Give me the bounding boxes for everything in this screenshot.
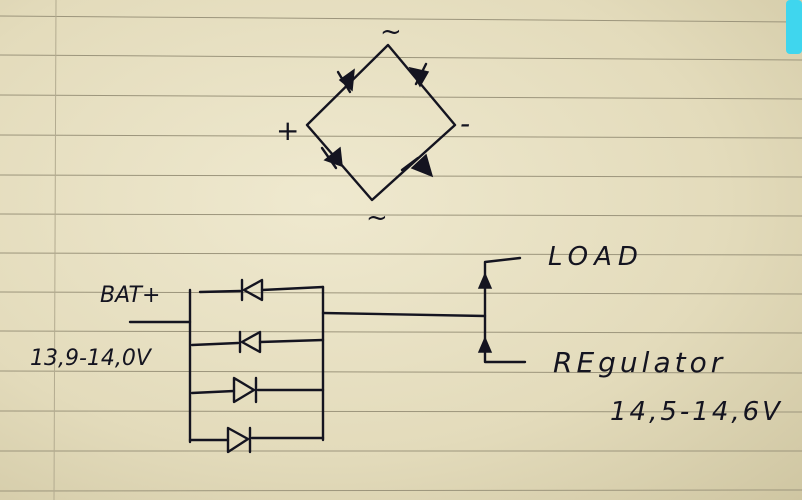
diode-icon [408,62,430,88]
output-wire [321,311,487,318]
ac-bottom-label: ~ [366,203,388,233]
diode-icon [240,278,264,302]
battery-label: BAT+ [100,283,160,308]
corner-tab [786,0,802,54]
branch-wire [483,256,527,364]
arrow-up-icon [477,272,493,289]
diode-icon [320,146,343,170]
diode-icon [238,330,262,354]
bridge-rectifier: ~ ~ + - [276,17,470,233]
negative-label: - [460,107,470,140]
load-regulator-branch [477,256,527,364]
battery-voltage: 13,9-14,0V [30,346,153,371]
load-label: LOAD [548,242,644,272]
regulator-voltage: 14,5-14,6V [610,397,783,427]
positive-label: + [276,114,299,147]
diode-icon [232,376,258,404]
diode-array [128,278,487,454]
diode-icon [336,68,355,94]
regulator-label: REgulator [553,346,726,379]
bridge-wires [305,43,457,202]
diode-icon [400,153,434,178]
arrow-up-icon [477,336,493,353]
diode-icon [226,426,252,454]
ac-top-label: ~ [380,17,402,47]
